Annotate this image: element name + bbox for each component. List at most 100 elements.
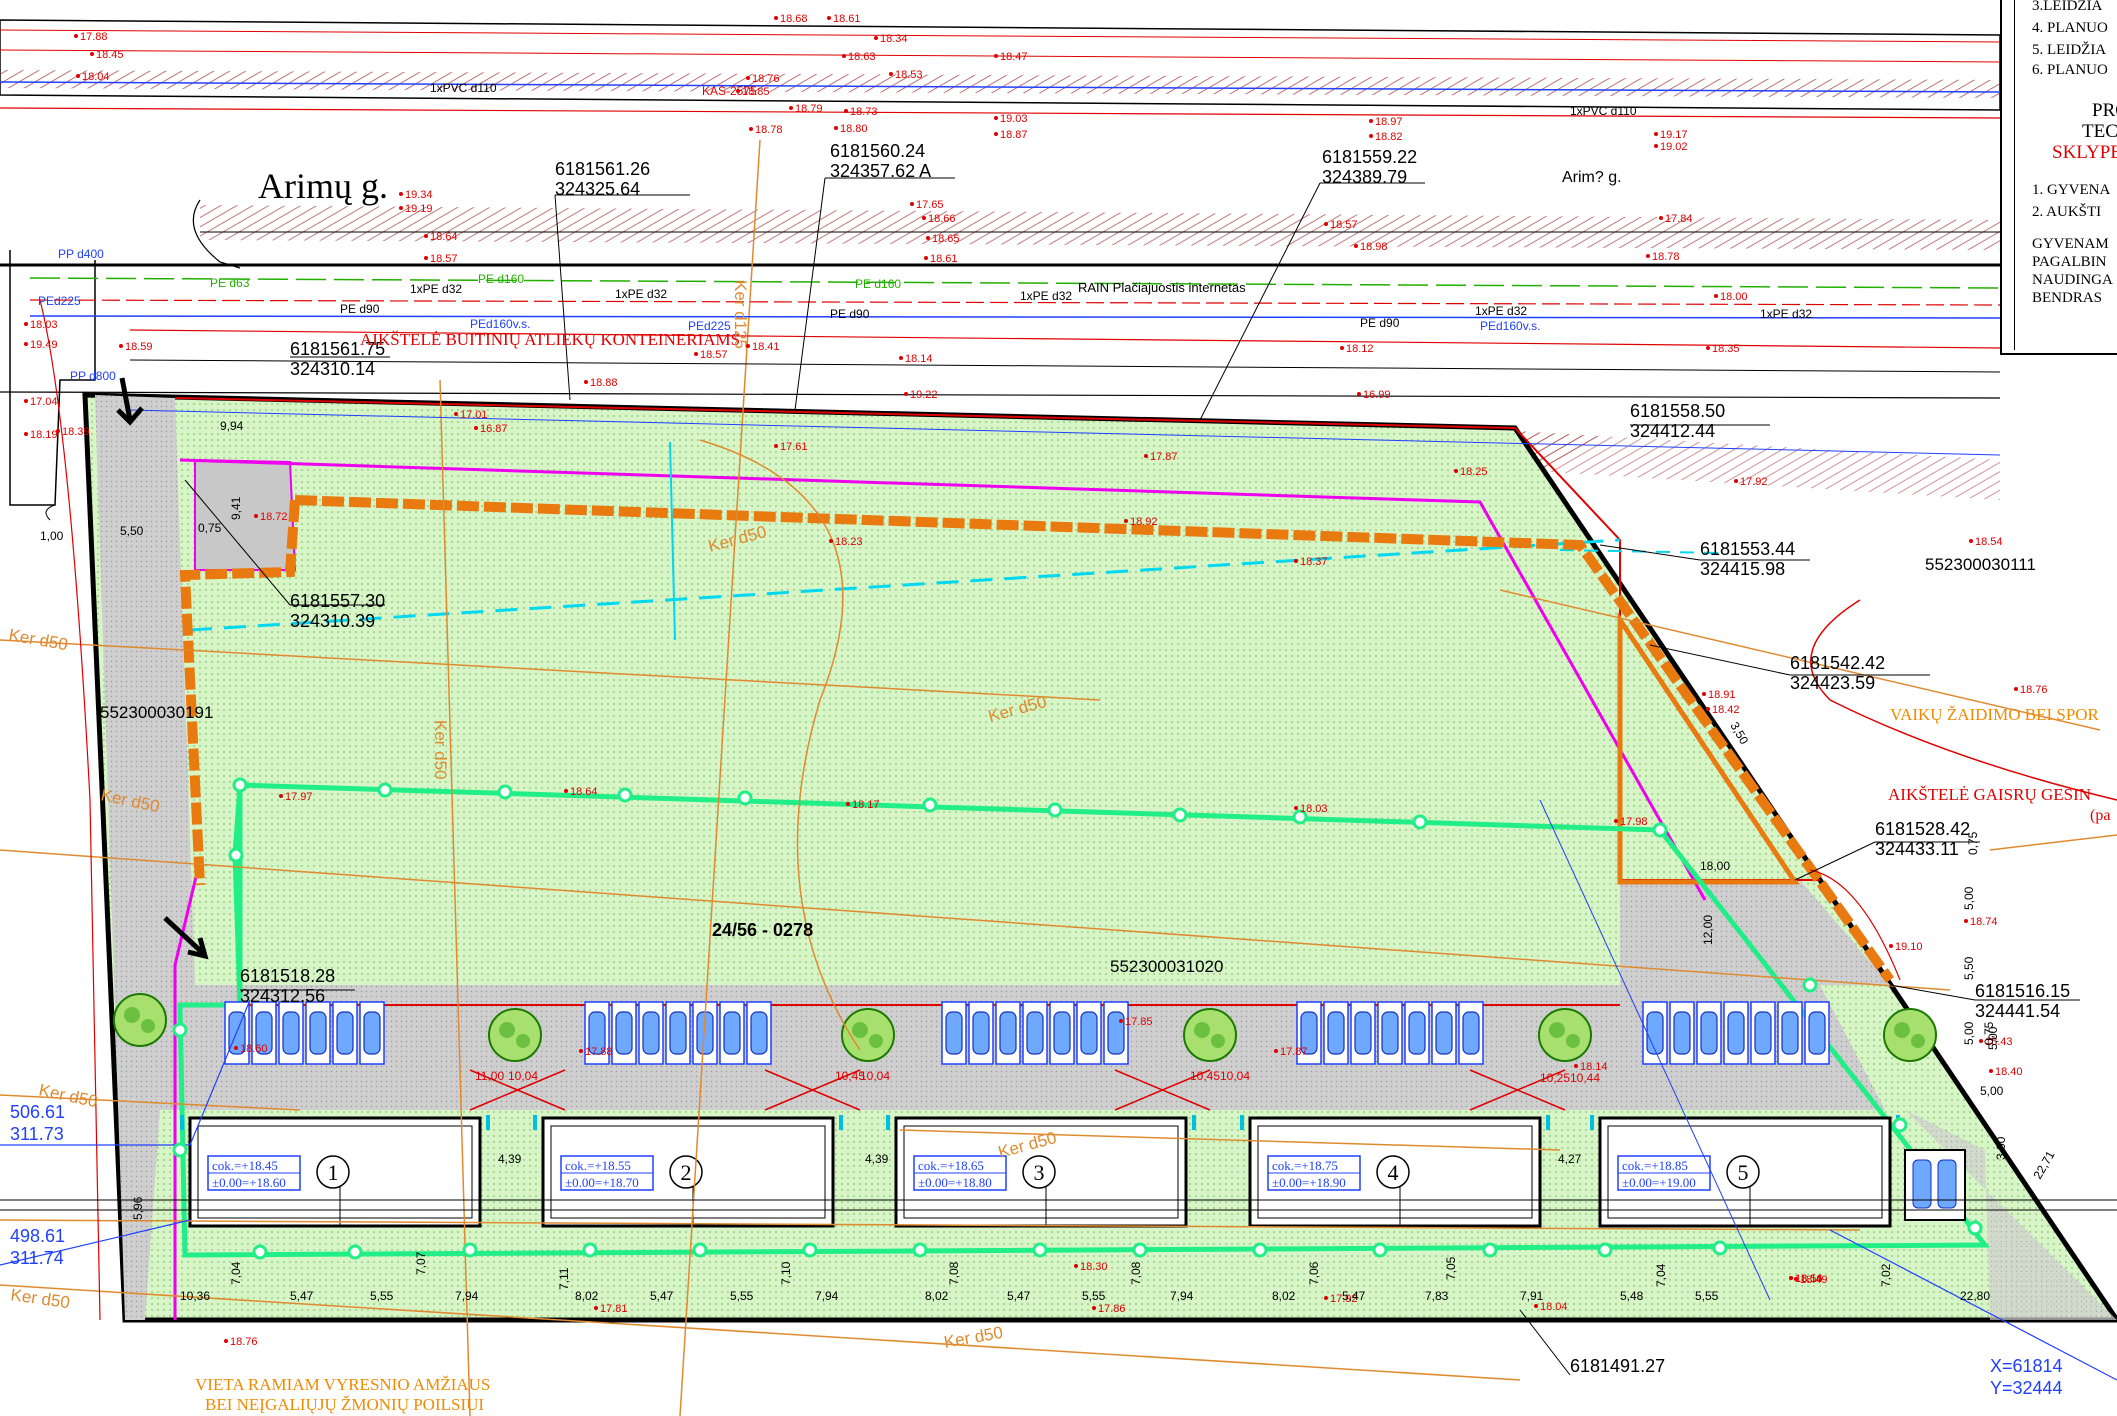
elevation-point: 18.45 [90,49,124,61]
elevation-label: 18.98 [1360,241,1388,253]
utility-label: KAS-2575 [702,84,757,98]
legend-heading-2: TEC [2082,121,2117,142]
elevation-label: 17.88 [80,31,108,43]
elevation-label: 18.80 [840,123,868,135]
elevation-label: 18.43 [1985,1036,2013,1048]
coord-y: 324415.98 [1700,559,1785,579]
building-number: 2 [681,1160,692,1185]
path-node [692,1242,708,1258]
dimension-label: 7,04 [229,1261,243,1285]
coord-x: 6181528.42 [1875,819,1970,839]
elevation-label: 18.78 [1652,251,1680,263]
elevation-point: 18.76 [224,1336,258,1348]
utility-label: PE d90 [340,302,380,316]
path-node [582,1242,598,1258]
elevation-label: 17.88 [585,1046,613,1058]
path-node [1372,1242,1388,1258]
elevation-point: 18.87 [994,129,1028,141]
coord-y: 324325.64 [555,179,640,199]
parking-space [1076,1001,1102,1065]
elevation-label: 18.74 [1970,916,1998,928]
elevation-point: 18.79 [789,103,823,115]
building-number: 5 [1738,1160,1749,1185]
dimension-label: 18,00 [1700,859,1730,873]
legend-heading-red: SKLYPE [2052,142,2117,163]
dimension-label: 5,47 [1342,1289,1366,1303]
path-node [922,797,938,813]
parking-space [305,1001,331,1065]
elevation-label: 18.39 [62,426,90,438]
parking-space [692,1001,718,1065]
cadastral-west: 552300030191 [100,703,213,722]
elevation-point: 17.88 [579,1046,613,1058]
path-node [1412,814,1428,830]
elevation-label: 18.60 [240,1043,268,1055]
elevation-label: 18.19 [30,429,58,441]
elevation-point: 18.92 [1124,516,1158,528]
parking-space [1103,1001,1129,1065]
parking-space [719,1001,745,1065]
path-node [802,1242,818,1258]
building-zero-label: ±0.00=+18.90 [1272,1175,1346,1190]
dimension-label: 10,45 [1190,1069,1220,1083]
elevation-point: 19.02 [1654,141,1688,153]
elevation-point: 17.98 [1614,816,1648,828]
utility-label: 1xPE d32 [1760,307,1812,321]
building-number: 3 [1034,1160,1045,1185]
utility-label: 1xPVC d110 [430,81,497,95]
entry-arrows [116,377,209,960]
elevation-point: 18.82 [1369,131,1403,143]
elevation-point: 16.99 [1357,389,1391,401]
elevation-label: 18.72 [260,511,288,523]
parking-space [746,1001,772,1065]
path-node [1892,1117,1908,1133]
partial-coord-y: 311.74 [10,1248,64,1268]
elevation-point: 18.76 [2014,684,2048,696]
building-cok-label: cok.=+18.65 [918,1158,984,1173]
elevation-label: 18.76 [752,73,780,85]
dimension-label: 4,39 [865,1152,889,1166]
legend-note-3: NAUDINGA [2032,272,2113,288]
utility-label: 1xPE d32 [615,287,667,301]
elevation-label: 18.59 [125,341,153,353]
elevation-label: 17.65 [916,199,944,211]
parking-space [941,1001,967,1065]
elevation-label: 18.68 [780,13,808,25]
fire-area-label: AIKŠTELĖ GAISRŲ GESIN [1888,785,2091,804]
coord-y: 324310.14 [290,359,375,379]
pipe-label: Ker d50 [431,720,450,780]
elevation-point: 18.63 [842,51,876,63]
path-node [617,787,633,803]
pipe-network [0,139,2117,1416]
elevation-label: 18.41 [752,341,780,353]
elevation-point: 17.65 [910,199,944,211]
elevation-point: 18.25 [1454,466,1488,478]
path-node [1032,1242,1048,1258]
dimension-label: 5,00 [1980,1084,2004,1098]
elevation-label: 18.76 [2020,684,2048,696]
path-node [252,1244,268,1260]
elevation-label: 18.85 [742,86,770,98]
elevation-point: 18.80 [834,123,868,135]
utility-label: PE d90 [1360,316,1400,330]
parking-space [995,1001,1021,1065]
elevation-point: 18.57 [424,253,458,265]
elevation-point: 19.17 [1654,129,1688,141]
coord-y: 324310.39 [290,611,375,631]
elevation-label: 18.12 [1346,343,1374,355]
path-node [1967,1220,1983,1236]
dimension-label: 7,10 [779,1261,793,1285]
elevation-point: 17.92 [1734,476,1768,488]
elevation-label: 18.66 [928,213,956,225]
path-node [377,782,393,798]
parking-space [1323,1001,1349,1065]
building-zero-label: ±0.00=+18.70 [565,1175,639,1190]
path-node [1047,802,1063,818]
elevation-point: 17.88 [74,31,108,43]
dimension-label: 3,00 [1994,1136,2008,1160]
elevation-point: 18.73 [844,106,878,118]
elevation-label: 18.92 [1130,516,1158,528]
